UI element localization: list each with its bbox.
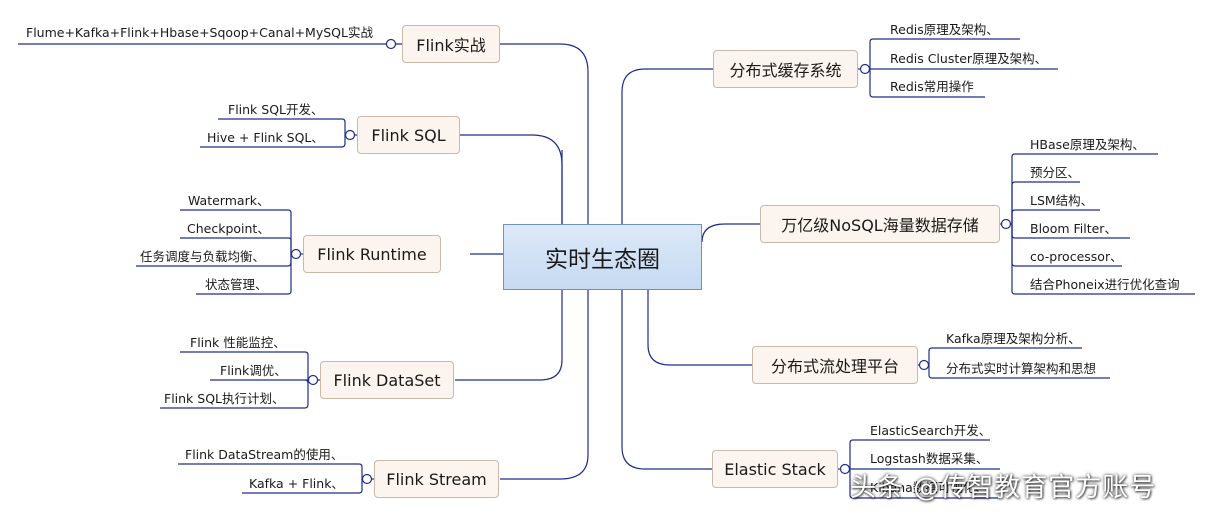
leaf-item[interactable]: Kibana数据可视化、 (870, 480, 988, 495)
leaf-item[interactable]: Watermark、 (188, 193, 270, 208)
leaf-item[interactable]: LSM结构、 (1030, 193, 1094, 208)
branch-flink-practice[interactable]: Flink实战 (402, 25, 500, 63)
leaf-item[interactable]: 结合Phoneix进行优化查询 (1030, 277, 1180, 292)
collapse-toggle-icon (385, 38, 397, 50)
leaf-item[interactable]: Flink SQL执行计划、 (164, 391, 285, 406)
central-topic[interactable]: 实时生态圈 (503, 224, 702, 290)
leaf-item[interactable]: Flink SQL开发、 (228, 102, 324, 117)
collapse-toggle-icon (918, 359, 930, 371)
collapse-toggle-icon (839, 463, 851, 475)
leaf-item[interactable]: ElasticSearch开发、 (870, 423, 992, 438)
branch-flink-stream[interactable]: Flink Stream (374, 460, 499, 498)
leaf-item[interactable]: 状态管理、 (205, 277, 268, 292)
leaf-item[interactable]: Kafka + Flink、 (249, 476, 344, 491)
leaf-item[interactable]: 预分区、 (1030, 165, 1081, 180)
collapse-toggle-icon (307, 374, 319, 386)
leaf-item[interactable]: 分布式实时计算架构和思想 (946, 361, 1097, 376)
leaf-item[interactable]: Flink调优、 (220, 363, 287, 378)
leaf-item[interactable]: Checkpoint、 (187, 221, 270, 236)
branch-stream-platform[interactable]: 分布式流处理平台 (752, 346, 918, 384)
leaf-item[interactable]: Flink DataStream的使用、 (185, 447, 344, 462)
leaf-item[interactable]: Bloom Filter、 (1030, 221, 1117, 236)
collapse-toggle-icon (361, 473, 373, 485)
collapse-toggle-icon (344, 129, 356, 141)
branch-flink-dataset[interactable]: Flink DataSet (320, 361, 454, 399)
branch-nosql-storage[interactable]: 万亿级NoSQL海量数据存储 (760, 205, 1000, 243)
leaf-item[interactable]: HBase原理及架构、 (1030, 137, 1145, 152)
collapse-toggle-icon (290, 248, 302, 260)
collapse-toggle-icon (1000, 218, 1012, 230)
leaf-item[interactable]: Logstash数据采集、 (870, 451, 989, 466)
watermark-text: 头条 @传智教育官方账号 (850, 473, 1157, 503)
leaf-item[interactable]: Redis常用操作 (890, 79, 974, 94)
leaf-item[interactable]: Flink 性能监控、 (190, 335, 286, 350)
leaf-item[interactable]: Redis Cluster原理及架构、 (890, 51, 1048, 66)
branch-distributed-cache[interactable]: 分布式缓存系统 (713, 50, 858, 88)
leaf-item[interactable]: co-processor、 (1030, 249, 1123, 264)
branch-flink-sql[interactable]: Flink SQL (357, 116, 460, 154)
leaf-item[interactable]: Flume+Kafka+Flink+Hbase+Sqoop+Canal+MySQ… (26, 25, 373, 40)
leaf-item[interactable]: Kafka原理及架构分析、 (946, 331, 1081, 346)
leaf-item[interactable]: Hive + Flink SQL、 (207, 130, 324, 145)
branch-elastic-stack[interactable]: Elastic Stack (712, 450, 838, 488)
branch-flink-runtime[interactable]: Flink Runtime (303, 235, 441, 273)
leaf-item[interactable]: 任务调度与负载均衡、 (140, 249, 266, 264)
leaf-item[interactable]: Redis原理及架构、 (890, 22, 999, 37)
collapse-toggle-icon (859, 63, 871, 75)
